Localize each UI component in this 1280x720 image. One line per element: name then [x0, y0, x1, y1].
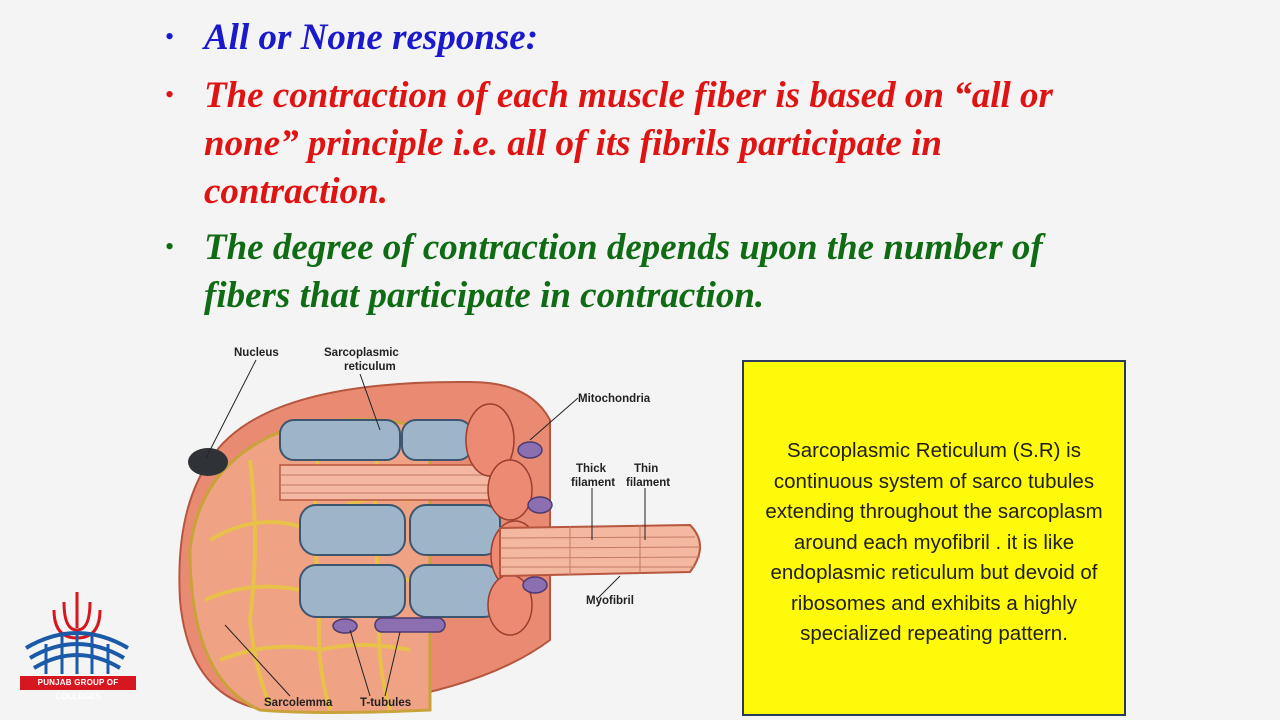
label-sr-line2: reticulum	[344, 361, 396, 373]
label-sarcolemma: Sarcolemma	[264, 697, 333, 709]
bullet-degree-of-contraction: The degree of contraction depends upon t…	[204, 227, 1043, 316]
college-emblem-icon	[24, 592, 130, 674]
bullet-heading: All or None response:	[204, 17, 539, 58]
muscle-fiber-illustration: Nucleus Sarcoplasmic reticulum Mitochond…	[178, 347, 701, 714]
bullet-dot: •	[165, 232, 175, 261]
label-thick-line2: filament	[571, 477, 615, 489]
label-nucleus: Nucleus	[234, 347, 279, 359]
sr-note-text: Sarcoplasmic Reticulum (S.R) is continuo…	[765, 439, 1103, 646]
label-t-tubules: T-tubules	[360, 697, 411, 709]
bullet-all-or-none: The contraction of each muscle fiber is …	[204, 75, 1053, 212]
label-thin-line2: filament	[626, 477, 670, 489]
label-thin-line1: Thin	[634, 463, 658, 475]
label-mitochondria: Mitochondria	[578, 393, 651, 405]
label-myofibril: Myofibril	[586, 595, 634, 607]
bullet-dot: •	[165, 80, 175, 109]
label-sr-line1: Sarcoplasmic	[324, 347, 399, 359]
bullet-dot: •	[165, 22, 175, 51]
college-logo-band: PUNJAB GROUP OF COLLEGES	[20, 676, 136, 701]
label-thick-line1: Thick	[576, 463, 607, 475]
sr-note-box: Sarcoplasmic Reticulum (S.R) is continuo…	[742, 360, 1126, 716]
college-logo: PUNJAB GROUP OF COLLEGES	[16, 588, 138, 701]
